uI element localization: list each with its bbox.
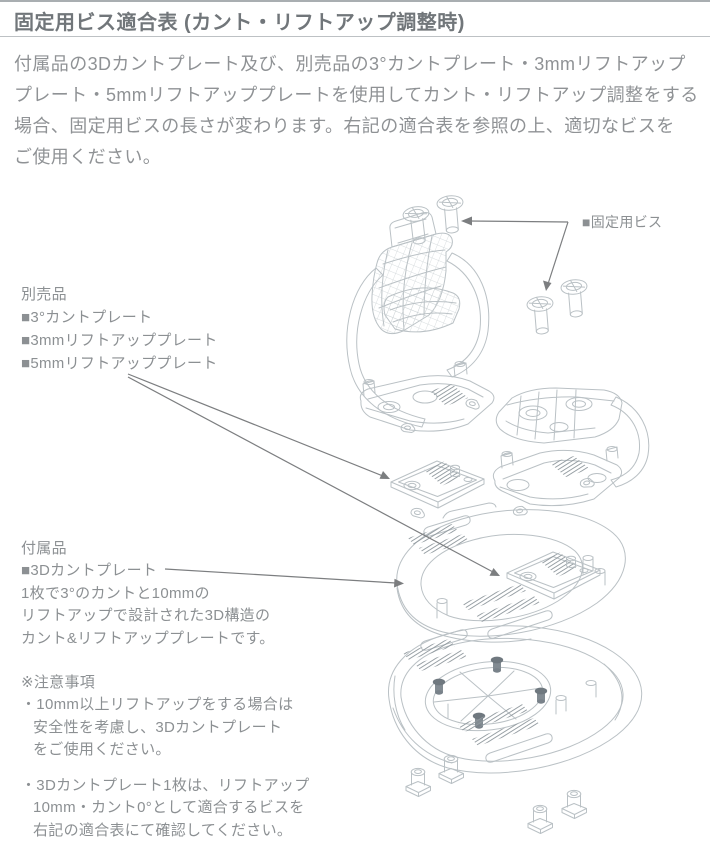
left-binding-wireframe — [346, 212, 495, 432]
included-item: ■3Dカントプレート — [21, 562, 158, 580]
included-desc-line: 1枚で3°のカントと10mmの — [21, 584, 210, 602]
notes-heading: ※注意事項 — [21, 674, 96, 691]
note-line: をご使用ください。 — [33, 740, 171, 758]
separate-sale-item: ■3°カントプレート — [21, 309, 153, 326]
included-desc-line: リフトアップで設計された3D構造の — [21, 607, 271, 625]
fixing-screw-label: ■固定用ビス — [582, 214, 663, 230]
note-line: 安全性を考慮し、3Dカントプレート — [33, 718, 283, 736]
cant-plate-3d — [396, 502, 626, 643]
intro-line: プレート・5mmリフトアッププレートを使用してカント・リフトアップ調整をする — [14, 85, 699, 105]
base-disc — [388, 625, 643, 774]
separate-sale-item: ■3mmリフトアッププレート — [21, 332, 218, 349]
note-line: ・3Dカントプレート1枚は、リフトアップ — [21, 777, 310, 795]
intro-line: ご使用ください。 — [14, 147, 162, 167]
small-clips — [400, 397, 596, 519]
fixing-screws-right — [525, 277, 591, 336]
t-nut-screws — [405, 754, 587, 834]
note-line: 右記の適合表にて確認してください。 — [33, 821, 293, 839]
included-desc-line: カント&リフトアッププレートです。 — [21, 629, 275, 647]
note-line: ・10mm以上リフトアップをする場合は — [21, 696, 294, 714]
intro-line: 場合、固定用ビスの長さが変わります。右記の適合表を参照の上、適切なビスを — [14, 116, 675, 136]
separate-sale-heading: 別売品 — [21, 286, 67, 303]
title-divider — [0, 36, 710, 37]
top-border — [0, 0, 710, 2]
intro-line: 付属品の3Dカントプレート及び、別売品の3°カントプレート・3mmリフトアップ — [14, 54, 686, 74]
included-item-label: 付属品 ■3Dカントプレート 1枚で3°のカントと10mmの リフトアップで設計… — [21, 538, 275, 650]
callout-arrows — [127, 216, 569, 588]
separate-sale-items: 別売品 ■3°カントプレート ■3mmリフトアッププレート ■5mmリフトアップ… — [21, 283, 218, 375]
liftup-plate-3mm — [390, 460, 485, 509]
intro-paragraph: 付属品の3Dカントプレート及び、別売品の3°カントプレート・3mmリフトアップ … — [14, 49, 699, 173]
right-binding-wireframe — [492, 387, 650, 507]
caution-notes: ※注意事項 ・10mm以上リフトアップをする場合は 安全性を考慮し、3Dカントプ… — [21, 672, 310, 842]
page-title: 固定用ビス適合表 (カント・リフトアップ調整時) — [14, 12, 465, 34]
note-line: 10mm・カント0°として適合するビスを — [33, 799, 305, 817]
included-heading: 付属品 — [21, 540, 67, 557]
separate-sale-item: ■5mmリフトアッププレート — [21, 355, 218, 372]
